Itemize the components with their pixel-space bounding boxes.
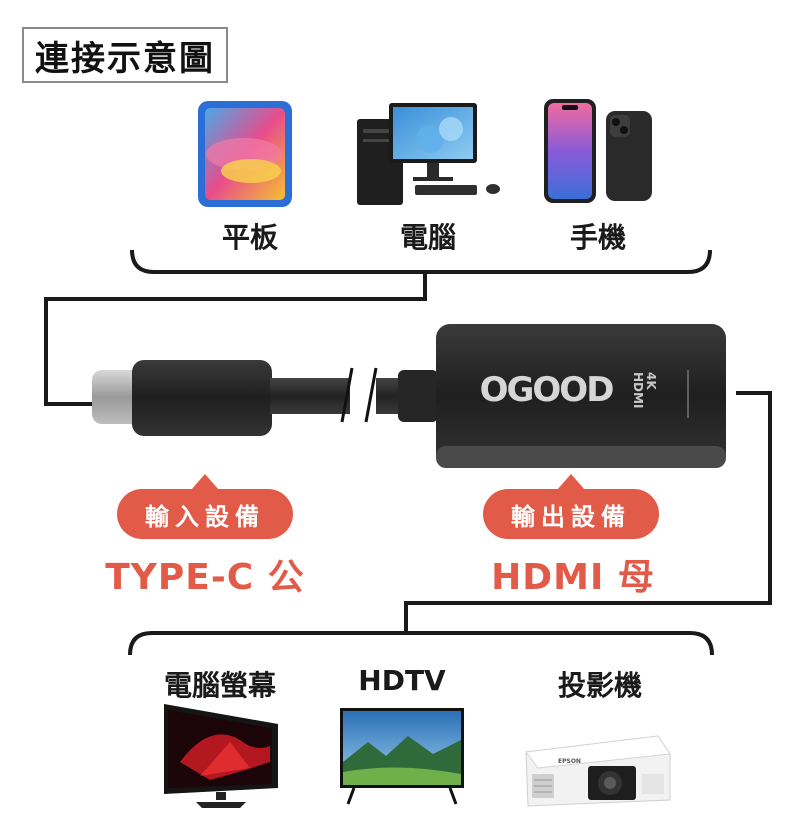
input-badge-arrow — [191, 474, 219, 490]
input-device-badge: 輸入設備 — [117, 489, 293, 539]
output-port-label: HDMI 母 — [491, 557, 655, 598]
tablet-label: 平板 — [221, 221, 278, 254]
phone-label: 手機 — [569, 221, 626, 254]
projector-label: 投影機 — [557, 669, 642, 702]
input-port-label: TYPE-C 公 — [105, 557, 305, 598]
adapter-brand-logo: OGOOD — [479, 370, 615, 410]
desktop-computer-icon — [357, 103, 500, 205]
output-device-badge: 輸出設備 — [483, 489, 659, 539]
tv-icon — [340, 708, 464, 805]
adapter-port-mark: 4K HDMI — [631, 372, 658, 432]
port-mark-hdmi: HDMI — [631, 372, 645, 409]
hdtv-label: HDTV — [358, 664, 446, 697]
projector-brand: EPSON — [558, 758, 581, 765]
usb-c-to-hdmi-adapter — [92, 324, 726, 468]
monitor-label: 電腦螢幕 — [163, 669, 276, 702]
port-mark-4k: 4K — [644, 372, 658, 390]
projector-icon — [525, 735, 671, 807]
computer-label: 電腦 — [399, 221, 456, 254]
tablet-icon — [198, 101, 292, 207]
page-title: 連接示意圖 — [22, 27, 228, 83]
smartphone-icon — [544, 99, 652, 203]
monitor-icon — [164, 704, 278, 808]
output-badge-arrow — [557, 474, 585, 490]
